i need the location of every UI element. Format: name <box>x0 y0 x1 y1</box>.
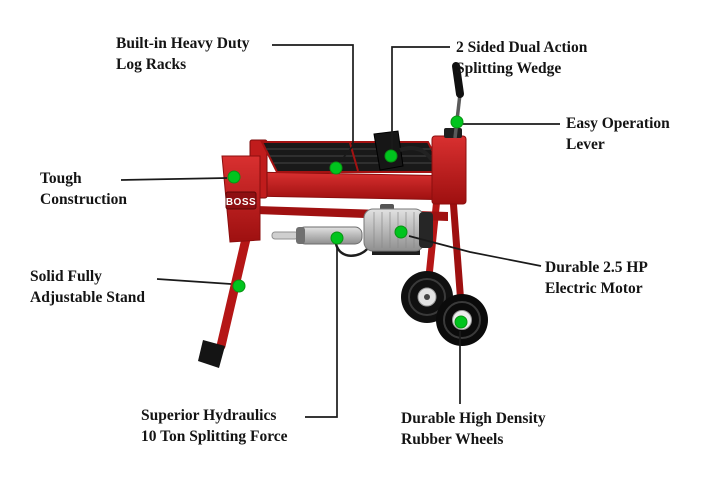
hydraulic-cylinder <box>271 226 369 257</box>
callout-text: Solid Fully <box>30 268 102 285</box>
adjustable-stand-leg <box>198 221 254 368</box>
line-splitting-wedge <box>391 46 450 149</box>
line-log-racks <box>272 44 354 165</box>
marker-electric-motor <box>394 225 408 239</box>
callout-text: 2 Sided Dual Action <box>456 39 588 56</box>
callout-text: Rubber Wheels <box>401 431 504 448</box>
callout-rubber-wheels: Durable High Density Rubber Wheels <box>401 408 546 450</box>
line-adjustable-stand <box>156 278 232 285</box>
callout-text: Adjustable Stand <box>30 289 145 306</box>
marker-adjustable-stand <box>232 279 246 293</box>
callout-electric-motor: Durable 2.5 HP Electric Motor <box>545 257 648 299</box>
line-hydraulics <box>305 247 338 418</box>
electric-motor <box>363 204 433 255</box>
marker-operation-lever <box>450 115 464 129</box>
callout-text: Log Racks <box>116 56 187 73</box>
feature-markers <box>227 115 468 329</box>
marker-log-racks <box>329 161 343 175</box>
main-beam <box>245 171 463 201</box>
line-tough-construction <box>120 177 228 181</box>
log-splitter-machine: BOSS <box>198 62 488 368</box>
marker-rubber-wheels <box>454 315 468 329</box>
callout-text: Splitting Wedge <box>456 60 562 77</box>
boss-logo-plate <box>225 191 257 210</box>
callout-lines <box>120 44 560 418</box>
callout-text: Tough <box>40 170 82 187</box>
marker-splitting-wedge <box>384 149 398 163</box>
callout-text: 10 Ton Splitting Force <box>141 428 288 445</box>
callout-text: Lever <box>566 136 605 153</box>
callout-hydraulics: Superior Hydraulics 10 Ton Splitting For… <box>141 405 288 447</box>
line-electric-motor <box>408 235 542 267</box>
callout-log-racks: Built-in Heavy Duty Log Racks <box>116 33 249 75</box>
callout-adjustable-stand: Solid Fully Adjustable Stand <box>30 266 145 308</box>
callout-operation-lever: Easy Operation Lever <box>566 113 670 155</box>
body-column: BOSS <box>221 155 261 243</box>
callout-text: Electric Motor <box>545 280 643 297</box>
callout-splitting-wedge: 2 Sided Dual Action Splitting Wedge <box>456 37 587 79</box>
callout-text: Easy Operation <box>566 115 670 132</box>
callout-text: Superior Hydraulics <box>141 407 277 424</box>
callout-text: Durable 2.5 HP <box>545 259 648 276</box>
callout-text: Construction <box>40 191 127 208</box>
callout-text: Built-in Heavy Duty <box>116 35 250 52</box>
callout-tough-construction: Tough Construction <box>40 168 127 210</box>
boss-logo-text: BOSS <box>226 197 256 208</box>
marker-tough-construction <box>227 170 241 184</box>
marker-hydraulics <box>330 231 344 245</box>
control-box <box>399 128 467 205</box>
callout-text: Durable High Density <box>401 410 546 427</box>
